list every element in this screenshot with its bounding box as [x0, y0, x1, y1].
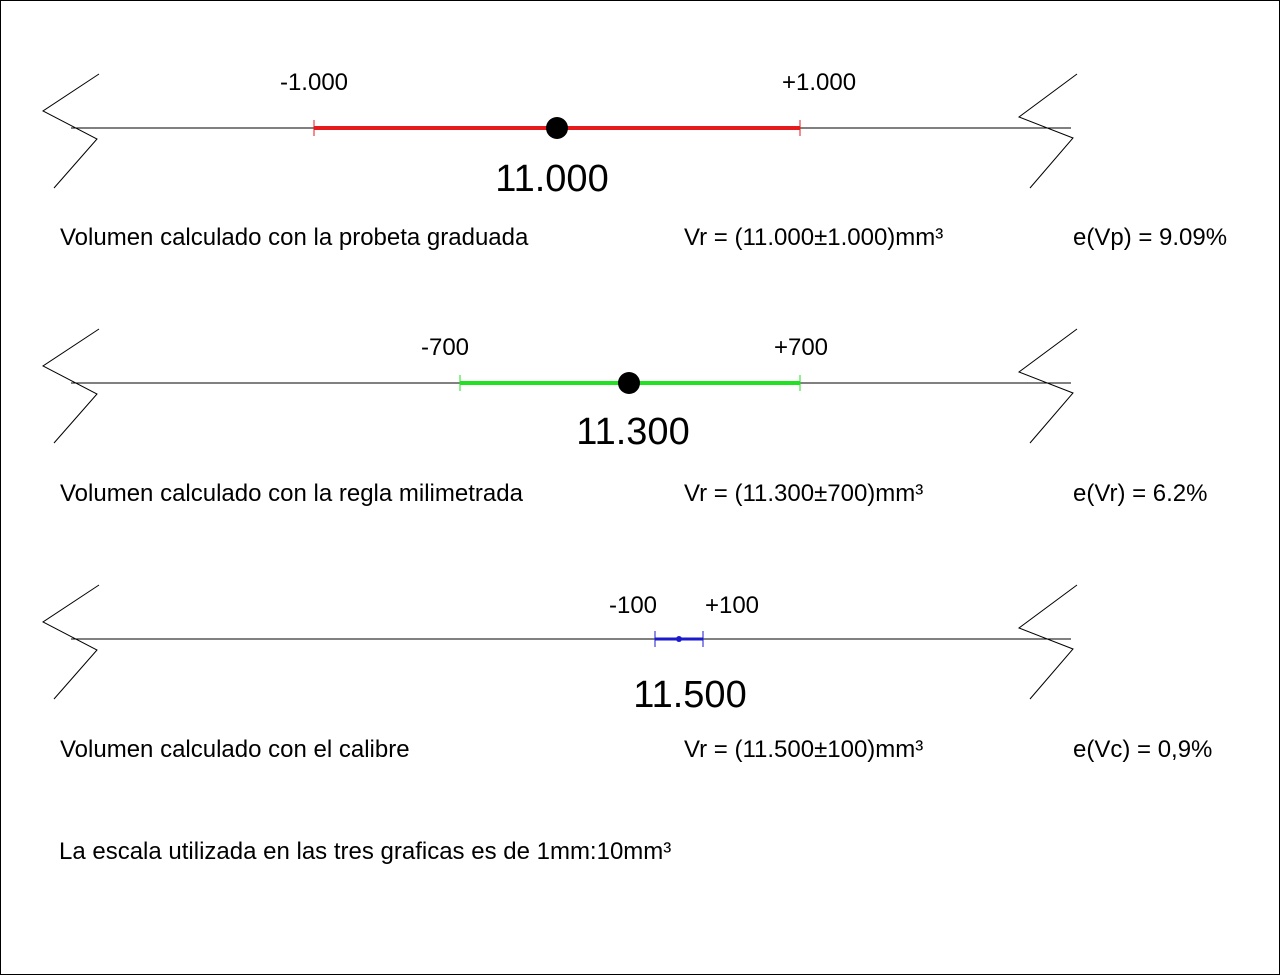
center-value-label-2: 11.300 [576, 411, 690, 453]
plus-uncertainty-label-2: +700 [773, 334, 829, 361]
plus-uncertainty-label-3: +100 [704, 592, 760, 619]
description-1: Volumen calculado con la probeta graduad… [60, 224, 529, 251]
minus-uncertainty-label-1: -1.000 [279, 69, 349, 96]
description-3: Volumen calculado con el calibre [60, 736, 410, 763]
axis-break-left-2 [42, 328, 100, 444]
relative-error-1: e(Vp) = 9.09% [1073, 224, 1228, 251]
minus-uncertainty-label-3: -100 [608, 592, 658, 619]
axis-break-right-3 [1017, 584, 1078, 700]
plus-uncertainty-label-1: +1.000 [781, 69, 857, 96]
scale-note: La escala utilizada en las tres graficas… [59, 838, 672, 865]
measured-value-point-2 [618, 372, 640, 394]
axis-break-left-1 [42, 73, 100, 189]
relative-error-3: e(Vc) = 0,9% [1073, 736, 1213, 763]
result-2: Vr = (11.300±700)mm³ [684, 480, 924, 507]
description-2: Volumen calculado con la regla milimetra… [60, 480, 523, 507]
axis-break-right-1 [1017, 73, 1078, 189]
axis-break-left-3 [42, 584, 100, 700]
relative-error-2: e(Vr) = 6.2% [1073, 480, 1208, 507]
center-value-label-1: 11.000 [495, 158, 609, 200]
measured-value-point-1 [546, 117, 568, 139]
measured-value-point-3 [676, 636, 682, 642]
result-1: Vr = (11.000±1.000)mm³ [684, 224, 944, 251]
center-value-label-3: 11.500 [633, 674, 747, 716]
axis-break-right-2 [1017, 328, 1078, 444]
result-3: Vr = (11.500±100)mm³ [684, 736, 924, 763]
minus-uncertainty-label-2: -700 [420, 334, 470, 361]
